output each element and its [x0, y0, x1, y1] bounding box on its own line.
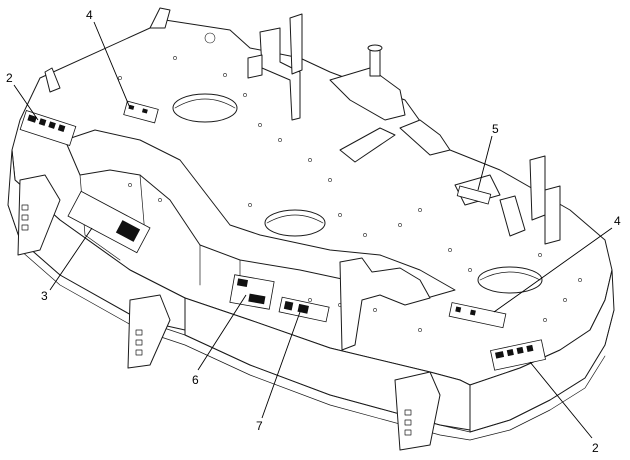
callout-3: 3 — [41, 289, 48, 303]
callout-2-left: 2 — [6, 71, 13, 85]
callout-5: 5 — [492, 122, 499, 136]
callout-4-right: 4 — [614, 214, 621, 228]
decal-5 — [456, 185, 492, 205]
decal-6 — [229, 274, 275, 310]
decal-7 — [278, 296, 330, 323]
decal-4-right — [448, 302, 507, 329]
callout-2-right: 2 — [592, 441, 599, 455]
decal-3-brand — [67, 190, 151, 254]
leader-2-left — [13, 84, 39, 121]
leader-4-right — [493, 227, 613, 313]
leader-2-right — [529, 361, 593, 439]
leader-5 — [477, 135, 493, 191]
callout-4-left: 4 — [86, 8, 93, 22]
callout-7: 7 — [256, 419, 263, 433]
top-plug — [204, 32, 216, 44]
mounting-holes — [118, 32, 582, 332]
leader-4-left — [93, 21, 131, 109]
leader-3 — [49, 227, 93, 291]
left-spindle-opening — [172, 93, 238, 123]
decal-2-left — [19, 109, 77, 147]
callout-labels: 2 4 3 5 4 6 7 2 — [6, 8, 621, 455]
decal-4-left — [123, 100, 159, 124]
right-spindle-opening — [477, 266, 543, 294]
callout-6: 6 — [192, 373, 199, 387]
leader-7 — [261, 311, 301, 419]
decal-2-right — [490, 339, 546, 371]
spindle-openings — [172, 93, 543, 294]
leader-6 — [197, 294, 247, 371]
center-spindle-opening — [264, 209, 326, 237]
leader-lines — [13, 21, 613, 439]
